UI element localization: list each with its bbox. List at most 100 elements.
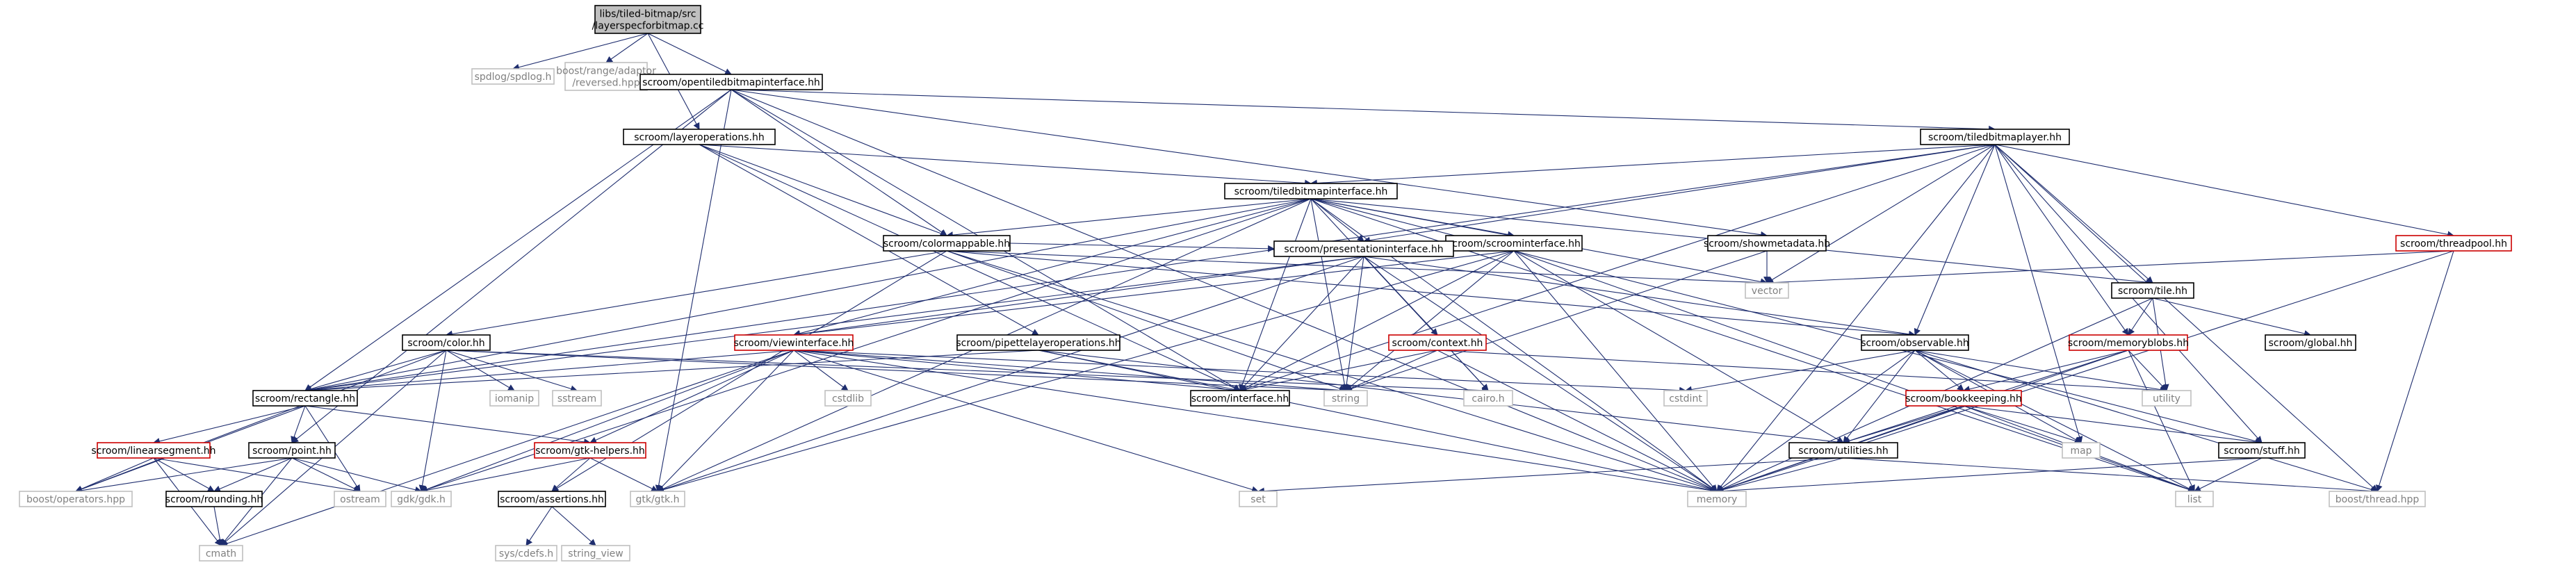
node-tiledlayer[interactable]: scroom/tiledbitmaplayer.hh xyxy=(1920,129,2070,145)
edge-layerops-to-tiledbmi xyxy=(699,144,1312,187)
node-label: sys/cdefs.h xyxy=(499,548,553,559)
node-color[interactable]: scroom/color.hh xyxy=(402,334,491,351)
edge-bookkeeping-to-stuff xyxy=(1963,405,2263,445)
node-assertions[interactable]: scroom/assertions.hh xyxy=(498,491,606,507)
dependency-edge xyxy=(1257,457,1844,495)
edge-observable-to-utility xyxy=(1914,350,2167,393)
node-box xyxy=(2265,334,2356,351)
node-opentiled[interactable]: scroom/opentiledbitmapinterface.hh xyxy=(639,74,823,90)
node-box xyxy=(495,545,557,562)
dependency-edge xyxy=(1513,250,1718,492)
node-memblobs[interactable]: scroom/memoryblobs.hh xyxy=(2068,334,2189,351)
node-interface[interactable]: scroom/interface.hh xyxy=(1190,390,1290,407)
node-box xyxy=(199,545,243,562)
node-utilities[interactable]: scroom/utilities.hh xyxy=(1788,442,1898,459)
dependency-edge xyxy=(657,256,1364,493)
edge-opentiled-to-tiledlayer xyxy=(731,89,1996,133)
node-rounding[interactable]: scroom/rounding.hh xyxy=(165,491,263,507)
node-root[interactable]: libs/tiled-bitmap/src/layerspecforbitmap… xyxy=(592,5,704,34)
node-gtkhelpers[interactable]: scroom/gtk-helpers.hh xyxy=(534,442,646,459)
node-stuff[interactable]: scroom/stuff.hh xyxy=(2218,442,2306,459)
node-tiledbmi[interactable]: scroom/tiledbitmapinterface.hh xyxy=(1224,183,1398,199)
edge-context-to-interface xyxy=(1239,350,1438,393)
node-rectangle[interactable]: scroom/rectangle.hh xyxy=(252,390,358,407)
node-label: spdlog/spdlog.h xyxy=(475,72,552,83)
edge-rectangle-to-gtkhelpers xyxy=(304,405,591,445)
node-colormappable[interactable]: scroom/colormappable.hh xyxy=(883,235,1011,252)
dependency-edge xyxy=(421,457,591,494)
dependency-edge xyxy=(605,33,649,63)
dependency-edge xyxy=(1716,144,1996,492)
node-label: scroom/observable.hh xyxy=(1861,338,1969,349)
edge-tiledbmi-to-interface xyxy=(1239,198,1312,391)
node-box xyxy=(1905,390,2022,407)
edge-scroomif-to-interface xyxy=(1239,250,1515,391)
dependency-edge xyxy=(1363,256,1718,492)
node-context[interactable]: scroom/context.hh xyxy=(1388,334,1487,351)
dependency-edge xyxy=(793,256,1364,338)
edge-utilities-to-boostthread xyxy=(1843,457,2378,495)
edge-viewif-to-gtkhelpers xyxy=(589,350,794,443)
dependency-edge xyxy=(1716,457,2263,495)
node-spdlog: spdlog/spdlog.h xyxy=(471,68,555,85)
dependency-edge xyxy=(1363,144,1996,244)
dependency-edge xyxy=(1914,350,2195,492)
node-box xyxy=(594,5,701,34)
dependency-edge xyxy=(1009,243,1275,252)
node-tile[interactable]: scroom/tile.hh xyxy=(2111,282,2194,299)
node-global[interactable]: scroom/global.hh xyxy=(2265,334,2356,351)
edge-tiledbmi-to-rectangle xyxy=(304,198,1312,393)
node-box xyxy=(489,390,539,407)
dependency-edge xyxy=(657,250,1515,493)
node-linseg[interactable]: scroom/linearsegment.hh xyxy=(91,442,216,459)
node-box xyxy=(2069,334,2188,351)
edge-pipette-to-memory xyxy=(1038,350,1718,494)
node-boostthread: boost/thread.hpp xyxy=(2329,491,2426,507)
edge-tiledlayer-to-presif xyxy=(1363,144,1996,244)
edge-scroomif-to-utilities xyxy=(1513,250,1844,443)
node-point[interactable]: scroom/point.hh xyxy=(248,442,336,459)
dependency-edge xyxy=(657,350,794,492)
edge-color-to-sstream xyxy=(446,350,578,393)
node-viewif[interactable]: scroom/viewinterface.hh xyxy=(734,334,854,351)
dependency-edge xyxy=(1345,350,1438,391)
edge-tiledlayer-to-interface xyxy=(1239,144,1996,392)
edge-observable-to-bookkeeping xyxy=(1914,350,1964,391)
dependency-edge xyxy=(304,405,591,445)
node-bookkeeping[interactable]: scroom/bookkeeping.hh xyxy=(1905,390,2022,407)
dependency-edge xyxy=(793,350,1346,394)
node-showmeta[interactable]: scroom/showmetadata.hh xyxy=(1704,235,1830,252)
node-observable[interactable]: scroom/observable.hh xyxy=(1861,334,1969,351)
edge-scroomif-to-string xyxy=(1345,250,1515,391)
edge-viewif-to-cmath xyxy=(220,350,794,547)
edge-viewif-to-string xyxy=(793,350,1346,394)
node-iomanip: iomanip xyxy=(489,390,539,407)
dependency-edge xyxy=(1963,350,2129,393)
node-scroomif[interactable]: scroom/scroominterface.hh xyxy=(1445,235,1583,252)
node-box xyxy=(165,491,263,507)
node-label: scroom/utilities.hh xyxy=(1798,445,1888,457)
dependency-edge xyxy=(551,457,591,492)
node-utility: utility xyxy=(2142,390,2192,407)
node-box xyxy=(248,442,336,459)
node-threadpool[interactable]: scroom/threadpool.hh xyxy=(2395,235,2512,252)
node-layerops[interactable]: scroom/layeroperations.hh xyxy=(623,129,776,145)
node-box xyxy=(2062,442,2101,459)
node-box xyxy=(956,334,1120,351)
edge-observable-to-cstdint xyxy=(1685,350,1916,393)
dependency-edge xyxy=(291,89,732,443)
edge-layerops-to-colormappable xyxy=(699,144,947,237)
node-box xyxy=(1239,491,1278,507)
dependency-edge xyxy=(304,144,1996,393)
node-box xyxy=(2218,442,2306,459)
node-label: scroom/tiledbitmaplayer.hh xyxy=(1928,132,2062,143)
node-box xyxy=(1224,183,1398,199)
node-memory: memory xyxy=(1687,491,1747,507)
node-label: cairo.h xyxy=(1472,393,1504,404)
node-box xyxy=(824,390,872,407)
edge-bookkeeping-to-utilities xyxy=(1843,405,1964,445)
dependency-edge xyxy=(2128,350,2195,492)
edge-colormappable-to-presif xyxy=(1009,243,1275,252)
node-pipette[interactable]: scroom/pipettelayeroperations.hh xyxy=(956,334,1121,351)
node-presif[interactable]: scroom/presentationinterface.hh xyxy=(1273,240,1454,257)
